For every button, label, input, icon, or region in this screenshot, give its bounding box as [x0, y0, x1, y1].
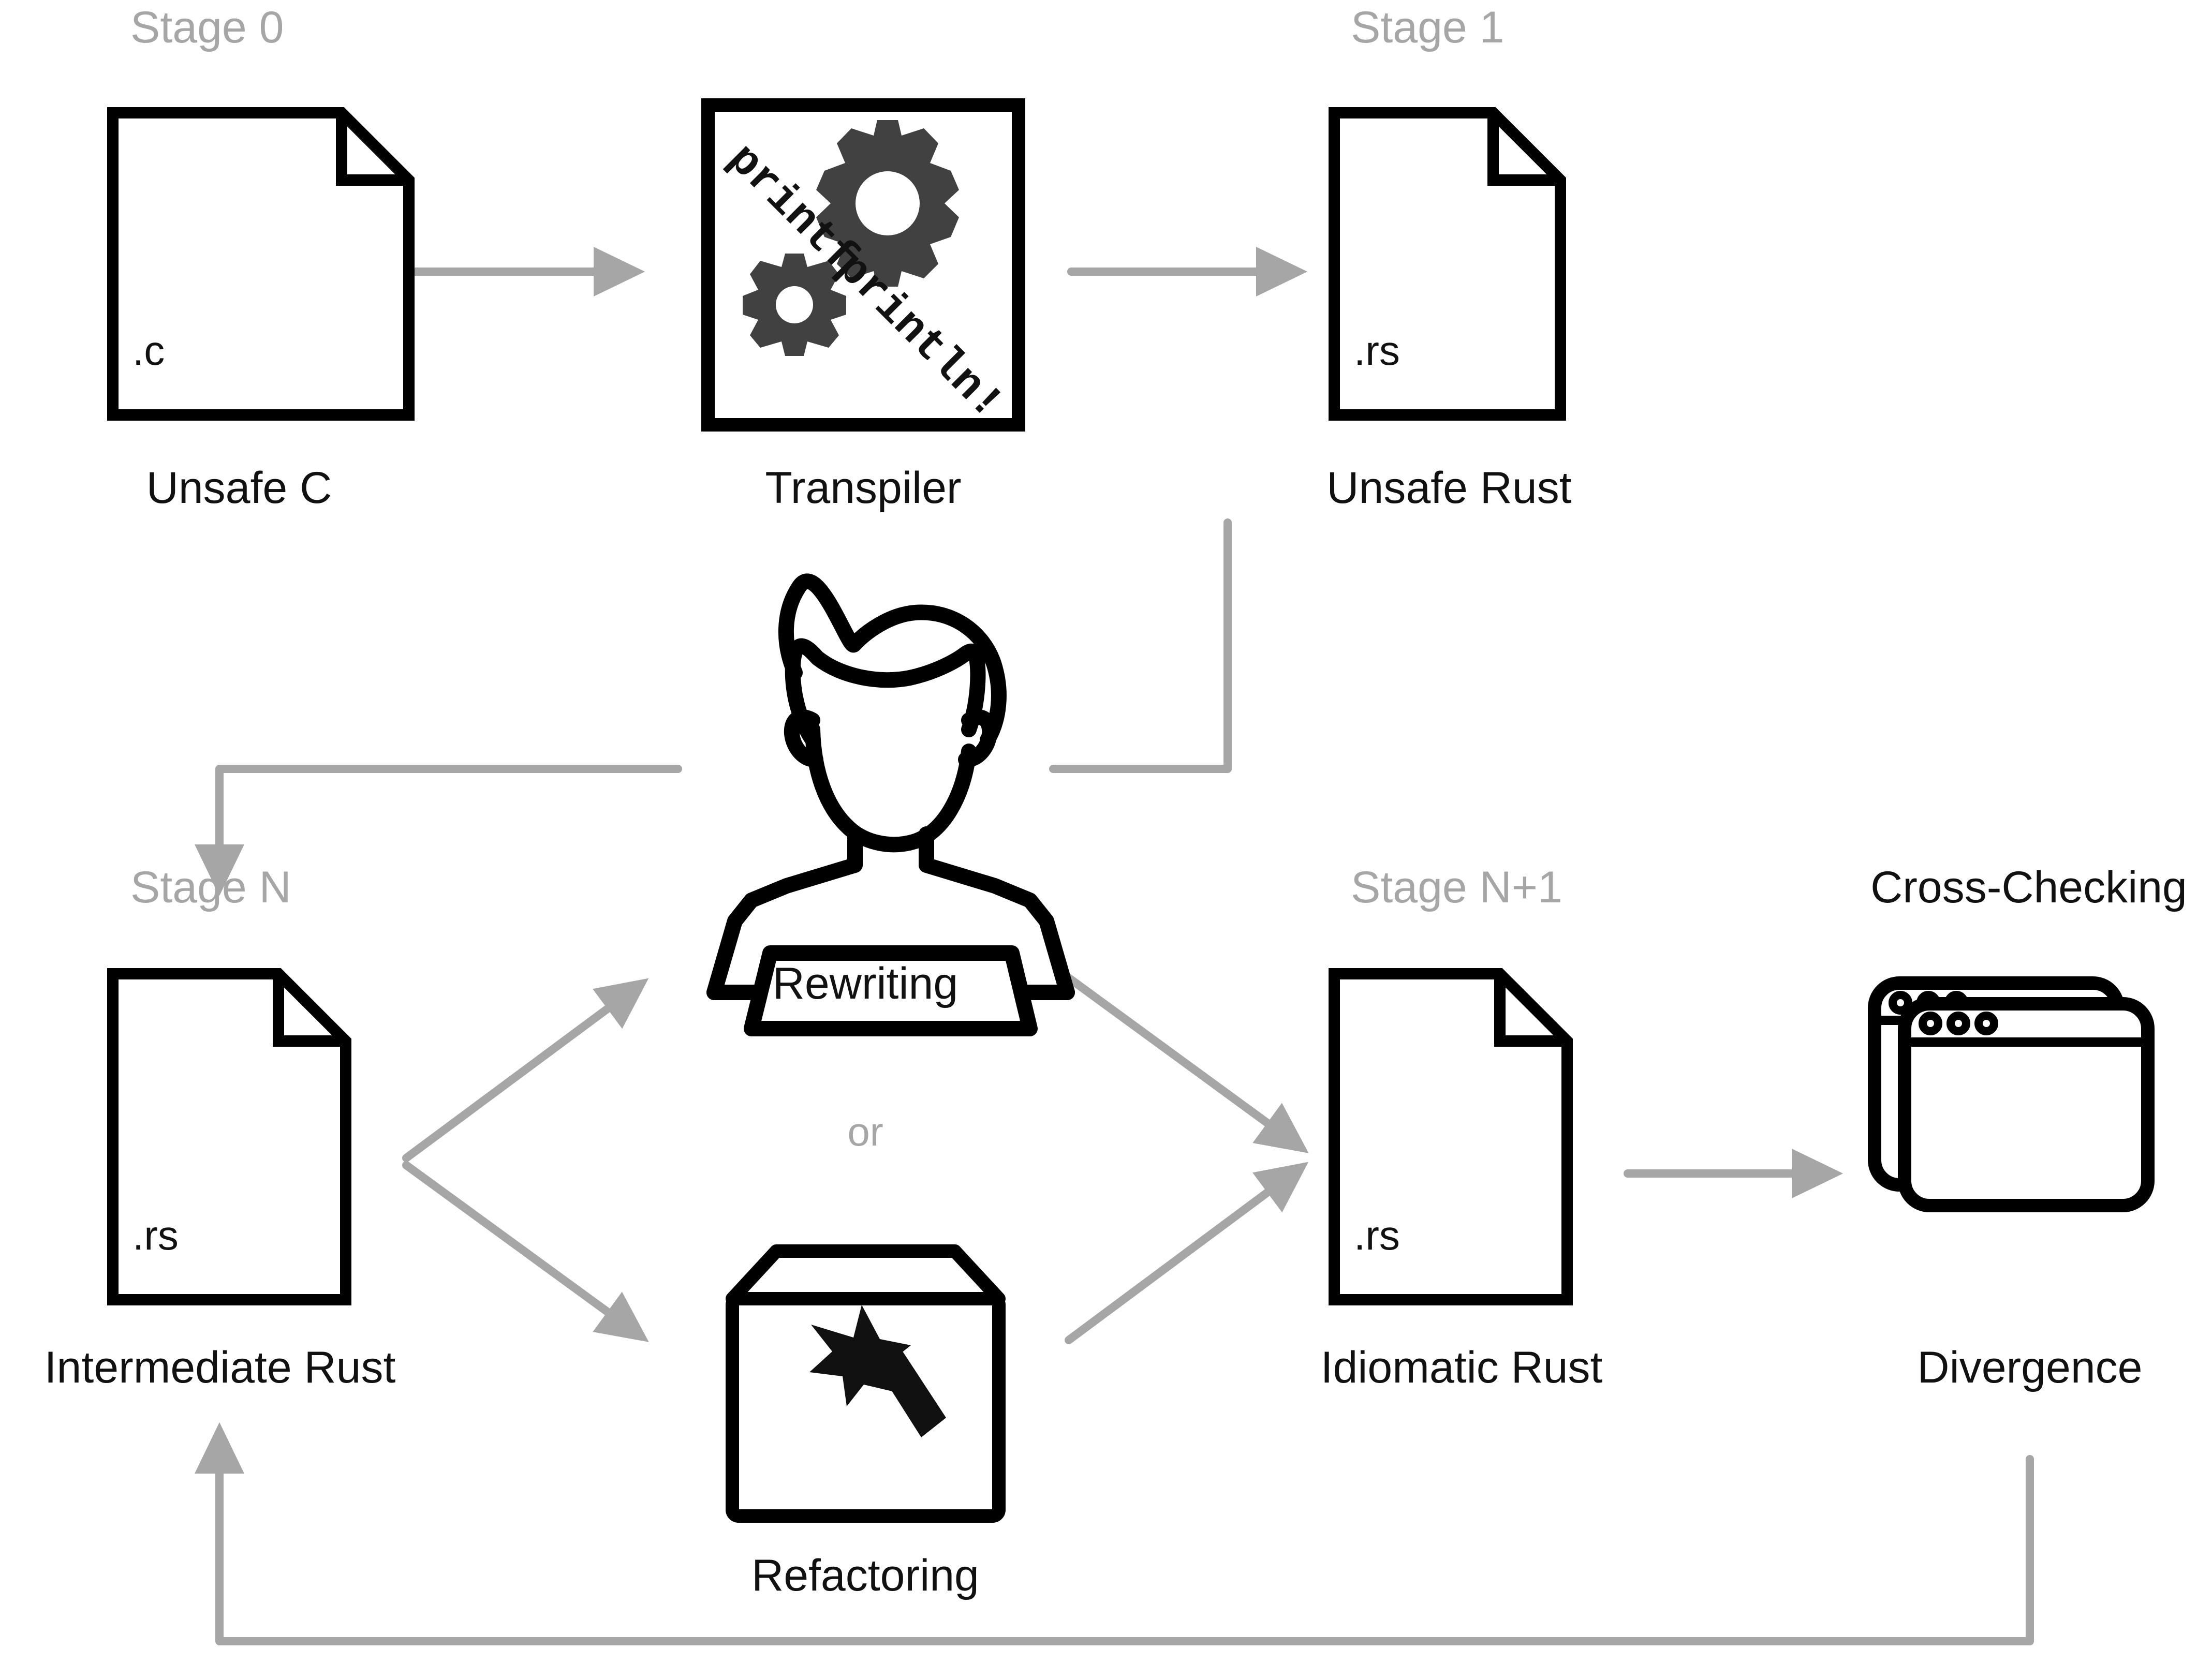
node-label-unsafe-c: Unsafe C [146, 463, 332, 513]
gear-icon-small [743, 254, 846, 356]
file-extension-rs-idiomatic: .rs [1354, 1212, 1400, 1258]
arrow-intermediate-to-rewriting [402, 978, 649, 1162]
node-label-transpiler: Transpiler [765, 463, 962, 513]
person-icon-rewriting[interactable] [706, 573, 1075, 1036]
toolbox-magic-wand-icon-refactoring[interactable] [726, 1244, 1006, 1523]
stage-label-1: Stage 1 [1351, 3, 1505, 52]
file-extension-rs-unsafe: .rs [1354, 328, 1400, 374]
node-label-divergence: Divergence [1917, 1343, 2143, 1392]
document-icon-unsafe-c[interactable] [107, 107, 415, 421]
arrow-rewriting-to-idiomatic [1065, 974, 1309, 1153]
document-icon-unsafe-rust[interactable] [1329, 107, 1566, 421]
arrow-intermediate-to-refactoring [402, 1161, 649, 1342]
connector-unsafe-rust-to-rewriting [1049, 518, 1232, 773]
node-label-unsafe-rust: Unsafe Rust [1326, 463, 1572, 513]
connector-divergence-feedback-loop [195, 1422, 2034, 1645]
stage-label-0: Stage 0 [130, 3, 284, 52]
document-icon-idiomatic-rust[interactable] [1329, 968, 1573, 1305]
stage-label-n-plus-1: Stage N+1 [1351, 863, 1562, 912]
document-icon-intermediate-rust[interactable] [107, 968, 351, 1305]
node-label-rewriting: Rewriting [772, 959, 958, 1008]
file-extension-c: .c [132, 328, 165, 374]
or-label: or [847, 1109, 883, 1154]
node-label-refactoring: Refactoring [751, 1551, 979, 1600]
stage-label-n: Stage N [130, 863, 291, 912]
stacked-windows-icon-divergence[interactable] [1868, 976, 2155, 1212]
gear-icon-large [816, 120, 959, 287]
file-extension-rs-intermediate: .rs [132, 1212, 179, 1258]
transpiler-box[interactable]: printf println! [701, 98, 1025, 432]
connector-rewriting-to-stage-n [195, 765, 682, 896]
arrow-refactoring-to-idiomatic [1065, 1162, 1309, 1344]
node-label-intermediate-rust: Intermediate Rust [44, 1343, 396, 1392]
node-label-idiomatic-rust: Idiomatic Rust [1320, 1343, 1603, 1392]
cross-checking-label: Cross-Checking [1870, 863, 2187, 912]
